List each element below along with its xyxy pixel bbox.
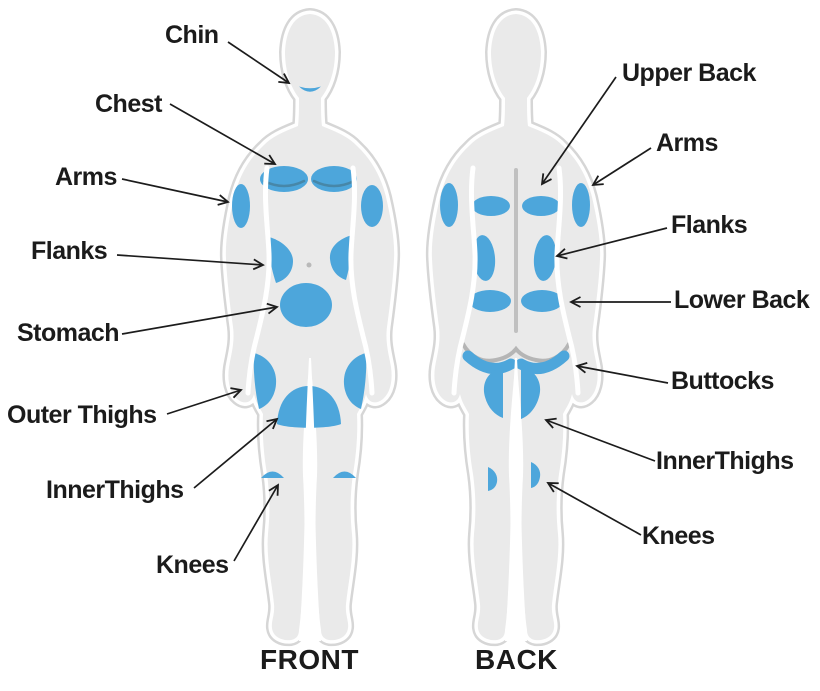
- label-back-inner-thighs: InnerThighs: [656, 447, 794, 475]
- label-front-flanks: Flanks: [31, 237, 108, 265]
- label-arrows: [116, 41, 671, 562]
- front-stomach-area: [280, 283, 332, 327]
- back-arm-right-area: [572, 183, 590, 227]
- back-figure: [432, 14, 600, 641]
- arrow-front-flanks: [116, 254, 265, 271]
- front-chin-area: [299, 86, 321, 92]
- back-inner-thigh-right-area: [521, 366, 541, 419]
- back-arm-left-area: [440, 183, 458, 227]
- back-caption: BACK: [475, 644, 558, 675]
- front-caption: FRONT: [260, 644, 359, 675]
- back-flank-left-area: [472, 235, 496, 281]
- arrow-front-stomach: [121, 302, 279, 335]
- front-flank-right-area: [329, 235, 353, 280]
- arrow-back-buttocks: [575, 361, 669, 384]
- back-inner-thigh-left-area: [483, 367, 503, 418]
- label-front-chin: Chin: [165, 21, 219, 49]
- buttocks-crease-line: [461, 342, 571, 363]
- front-figure: [226, 14, 394, 641]
- back-buttock-left-area: [462, 350, 517, 374]
- label-back-flanks: Flanks: [671, 211, 748, 239]
- arrow-back-knees: [546, 482, 642, 536]
- label-back-upper-back: Upper Back: [622, 59, 756, 87]
- back-lower-back-left-area: [469, 290, 511, 312]
- navel-dot: [306, 262, 312, 268]
- arrow-back-upper-back: [540, 76, 617, 186]
- arrow-front-arms: [121, 178, 230, 206]
- front-knee-right-area: [333, 471, 356, 478]
- label-front-arms: Arms: [55, 163, 117, 191]
- front-arm-left-area: [232, 184, 250, 228]
- label-back-knees: Knees: [642, 522, 715, 550]
- label-back-buttocks: Buttocks: [671, 367, 774, 395]
- label-front-inner-thighs: InnerThighs: [46, 476, 184, 504]
- label-front-knees: Knees: [156, 551, 229, 579]
- back-upper-back-right-area: [522, 196, 560, 216]
- front-arm-right-area: [361, 185, 383, 227]
- label-front-outer-thighs: Outer Thighs: [7, 401, 157, 429]
- front-outer-thigh-left-area: [253, 353, 277, 409]
- front-outer-thigh-right-area: [343, 353, 367, 409]
- arrow-front-knees: [233, 483, 279, 562]
- front-flank-left-area: [268, 237, 293, 283]
- arrow-front-inner-thighs: [193, 417, 279, 489]
- label-back-lower-back: Lower Back: [674, 286, 810, 314]
- front-chest-right-crease: [312, 179, 356, 188]
- arrow-back-inner-thighs: [544, 417, 656, 462]
- label-front-stomach: Stomach: [17, 319, 120, 347]
- arrow-back-flanks: [555, 227, 668, 260]
- back-knee-right-area: [531, 462, 541, 488]
- arrow-back-arms: [591, 147, 652, 187]
- front-chest-right-area: [311, 166, 357, 192]
- front-knee-left-area: [261, 471, 284, 478]
- label-back-arms: Arms: [656, 129, 718, 157]
- back-upper-back-left-area: [472, 196, 510, 216]
- back-knee-left-area: [488, 467, 498, 491]
- back-flank-right-area: [533, 235, 557, 281]
- back-lower-back-right-area: [521, 290, 563, 312]
- arrow-front-outer-thighs: [166, 387, 243, 415]
- label-front-chest: Chest: [95, 90, 162, 118]
- back-buttock-right-area: [515, 350, 570, 374]
- arrow-front-chin: [227, 41, 291, 85]
- arrow-front-chest: [169, 103, 277, 165]
